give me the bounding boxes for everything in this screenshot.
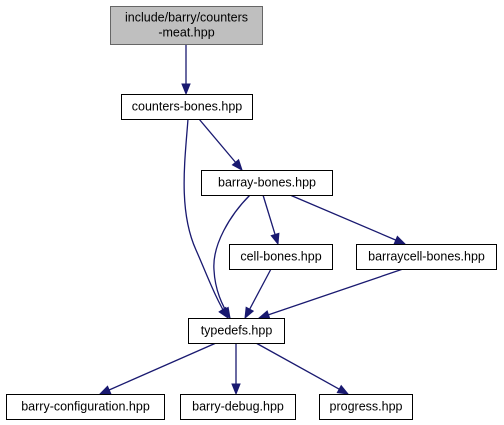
node-counters-meat-box	[110, 6, 263, 45]
edge-barray-bones-to-barraycell-bones-arrowhead	[393, 235, 407, 245]
edge-counters-bones-to-typedefs	[183, 118, 229, 320]
edge-cell-bones-to-typedefs-arrowhead	[244, 306, 255, 320]
edge-barraycell-bones-to-typedefs-arrowhead	[257, 310, 271, 320]
edge-typedefs-to-progress	[255, 342, 350, 395]
nodes-layer: include/barry/counters-meat.hpp counters-…	[6, 6, 497, 420]
edge-typedefs-to-barry-configuration-arrowhead	[98, 385, 112, 395]
edge-barray-bones-to-typedefs	[213, 194, 251, 320]
edge-typedefs-to-barry-configuration-line	[107, 342, 217, 391]
node-counters-meat-label: include/barry/counters	[125, 11, 248, 25]
node-barraycell-bones-box	[356, 244, 497, 270]
node-typedefs-label: typedefs.hpp	[201, 324, 273, 338]
node-progress-box	[319, 394, 413, 420]
node-barray-bones-box	[201, 170, 333, 196]
node-counters-meat[interactable]: include/barry/counters-meat.hpp	[110, 6, 263, 45]
node-barry-debug-box	[180, 394, 296, 420]
edge-barray-bones-to-barraycell-bones-line	[289, 194, 397, 242]
edge-counters-bones-to-typedefs-line	[183, 118, 229, 319]
edge-typedefs-to-progress-line	[255, 342, 341, 391]
edge-typedefs-to-progress-arrowhead	[336, 384, 350, 395]
edge-typedefs-to-barry-configuration	[98, 342, 217, 395]
edge-barraycell-bones-to-typedefs-line	[267, 268, 404, 316]
edge-cell-bones-to-typedefs	[244, 268, 272, 320]
node-progress[interactable]: progress.hpp	[319, 394, 413, 420]
node-barry-debug[interactable]: barry-debug.hpp	[180, 394, 296, 420]
node-cell-bones-box	[229, 244, 333, 270]
node-progress-label: progress.hpp	[330, 400, 403, 414]
node-counters-bones-label: counters-bones.hpp	[132, 100, 243, 114]
edge-counters-meat-to-counters-bones	[181, 44, 191, 96]
edge-barray-bones-to-typedefs-line	[213, 194, 251, 319]
node-typedefs-box	[188, 318, 285, 344]
node-barry-configuration[interactable]: barry-configuration.hpp	[6, 394, 165, 420]
edges-layer	[98, 44, 407, 396]
edge-barray-bones-to-cell-bones-line	[262, 194, 276, 236]
node-barry-configuration-box	[6, 394, 165, 420]
node-cell-bones[interactable]: cell-bones.hpp	[229, 244, 333, 270]
node-barry-configuration-label: barry-configuration.hpp	[21, 400, 150, 414]
edge-counters-bones-to-barray-bones-arrowhead	[231, 158, 243, 172]
node-barraycell-bones[interactable]: barraycell-bones.hpp	[356, 244, 497, 270]
node-typedefs[interactable]: typedefs.hpp	[188, 318, 285, 344]
node-barry-debug-label: barry-debug.hpp	[192, 400, 284, 414]
node-counters-bones[interactable]: counters-bones.hpp	[121, 94, 253, 120]
edge-typedefs-to-barry-debug	[231, 343, 241, 396]
edge-barray-bones-to-cell-bones	[262, 194, 280, 246]
edge-barray-bones-to-typedefs-arrowhead	[220, 306, 231, 320]
node-barray-bones[interactable]: barray-bones.hpp	[201, 170, 333, 196]
node-cell-bones-label: cell-bones.hpp	[240, 250, 321, 264]
node-barray-bones-label: barray-bones.hpp	[218, 176, 316, 190]
edge-cell-bones-to-typedefs-line	[248, 268, 272, 311]
node-counters-bones-box	[121, 94, 253, 120]
edge-counters-bones-to-barray-bones	[198, 118, 243, 172]
edge-counters-bones-to-barray-bones-line	[198, 118, 237, 164]
edge-typedefs-to-barry-debug-arrowhead	[231, 383, 241, 396]
edge-barray-bones-to-cell-bones-arrowhead	[270, 232, 280, 246]
edge-barray-bones-to-barraycell-bones	[289, 194, 407, 245]
edge-barraycell-bones-to-typedefs	[257, 268, 404, 320]
edge-counters-meat-to-counters-bones-arrowhead	[181, 83, 191, 96]
node-counters-meat-label: -meat.hpp	[158, 26, 214, 40]
node-barraycell-bones-label: barraycell-bones.hpp	[368, 250, 485, 264]
